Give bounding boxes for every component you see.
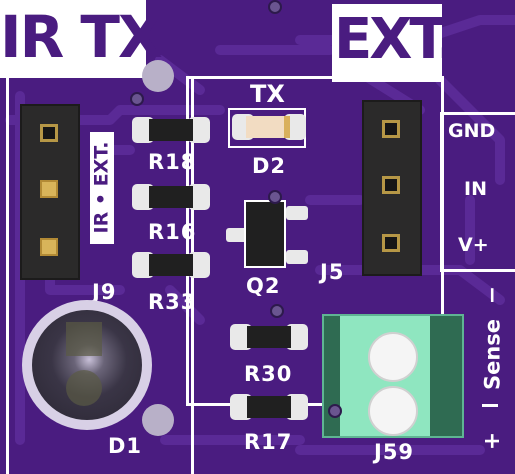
right-label-outline xyxy=(440,112,515,272)
r17-ref: R17 xyxy=(244,430,293,454)
via-3 xyxy=(268,190,282,204)
d1-pad-round xyxy=(66,370,102,406)
plus-label: + xyxy=(480,431,506,451)
j59-screw-2 xyxy=(368,386,418,436)
r30-ref: R30 xyxy=(244,362,293,386)
j9-pin-2 xyxy=(40,180,58,198)
j5-pin-3 xyxy=(382,234,400,252)
d2-cathode-mark xyxy=(284,116,290,138)
q2-pad-2 xyxy=(286,206,308,220)
via-4 xyxy=(270,304,284,318)
via-5 xyxy=(328,404,342,418)
j9-pin-3 xyxy=(40,238,58,256)
mount-hole-top xyxy=(142,60,174,92)
d2-body xyxy=(246,116,290,138)
r30-resistor xyxy=(230,324,308,350)
r18-ref: R18 xyxy=(148,150,197,174)
ext-label: EXT. xyxy=(334,7,457,72)
q2-pad-3 xyxy=(286,250,308,264)
d2-ref: D2 xyxy=(252,154,287,178)
r18-resistor xyxy=(132,117,210,143)
tx-label: TX xyxy=(250,80,285,108)
j9-pin-1 xyxy=(40,124,58,142)
in-label: IN xyxy=(464,178,487,200)
ir-tx-label: IR TX xyxy=(0,3,163,71)
j5-header xyxy=(362,100,422,276)
j59-right-rim xyxy=(430,316,462,436)
j5-pin-1 xyxy=(382,120,400,138)
j9-header xyxy=(20,104,80,280)
via-1 xyxy=(268,0,282,14)
r17-resistor xyxy=(230,394,308,420)
j59-ref: J59 xyxy=(374,440,415,464)
d1-ref: D1 xyxy=(108,434,143,458)
gnd-label: GND xyxy=(448,120,496,142)
j5-ref: J5 xyxy=(320,260,345,284)
vplus-label: V+ xyxy=(458,234,489,256)
sense-label: Sense xyxy=(480,318,505,391)
r16-ref: R16 xyxy=(148,220,197,244)
ir-ext-side-label: IR • EXT. xyxy=(90,141,113,234)
ext-label-bg xyxy=(332,4,442,82)
r33-resistor xyxy=(132,252,210,278)
via-2 xyxy=(130,92,144,106)
j59-left-rim xyxy=(324,316,340,436)
ir-ext-side-label-bg xyxy=(90,132,114,244)
j59-screw-1 xyxy=(368,332,418,382)
q2-ref: Q2 xyxy=(246,274,281,298)
sense-divider xyxy=(482,404,498,407)
ir-tx-label-bg xyxy=(0,0,146,78)
minus-label: − xyxy=(480,285,506,305)
q2-body xyxy=(244,200,286,268)
j5-pin-2 xyxy=(382,176,400,194)
j59-terminal xyxy=(322,314,464,438)
r33-ref: R33 xyxy=(148,290,197,314)
j9-ref: J9 xyxy=(92,280,117,304)
q2-pad-1 xyxy=(226,228,248,242)
r16-resistor xyxy=(132,184,210,210)
d1-pad-square xyxy=(66,322,102,356)
d2-led xyxy=(232,114,310,140)
mount-hole-bottom xyxy=(142,404,174,436)
